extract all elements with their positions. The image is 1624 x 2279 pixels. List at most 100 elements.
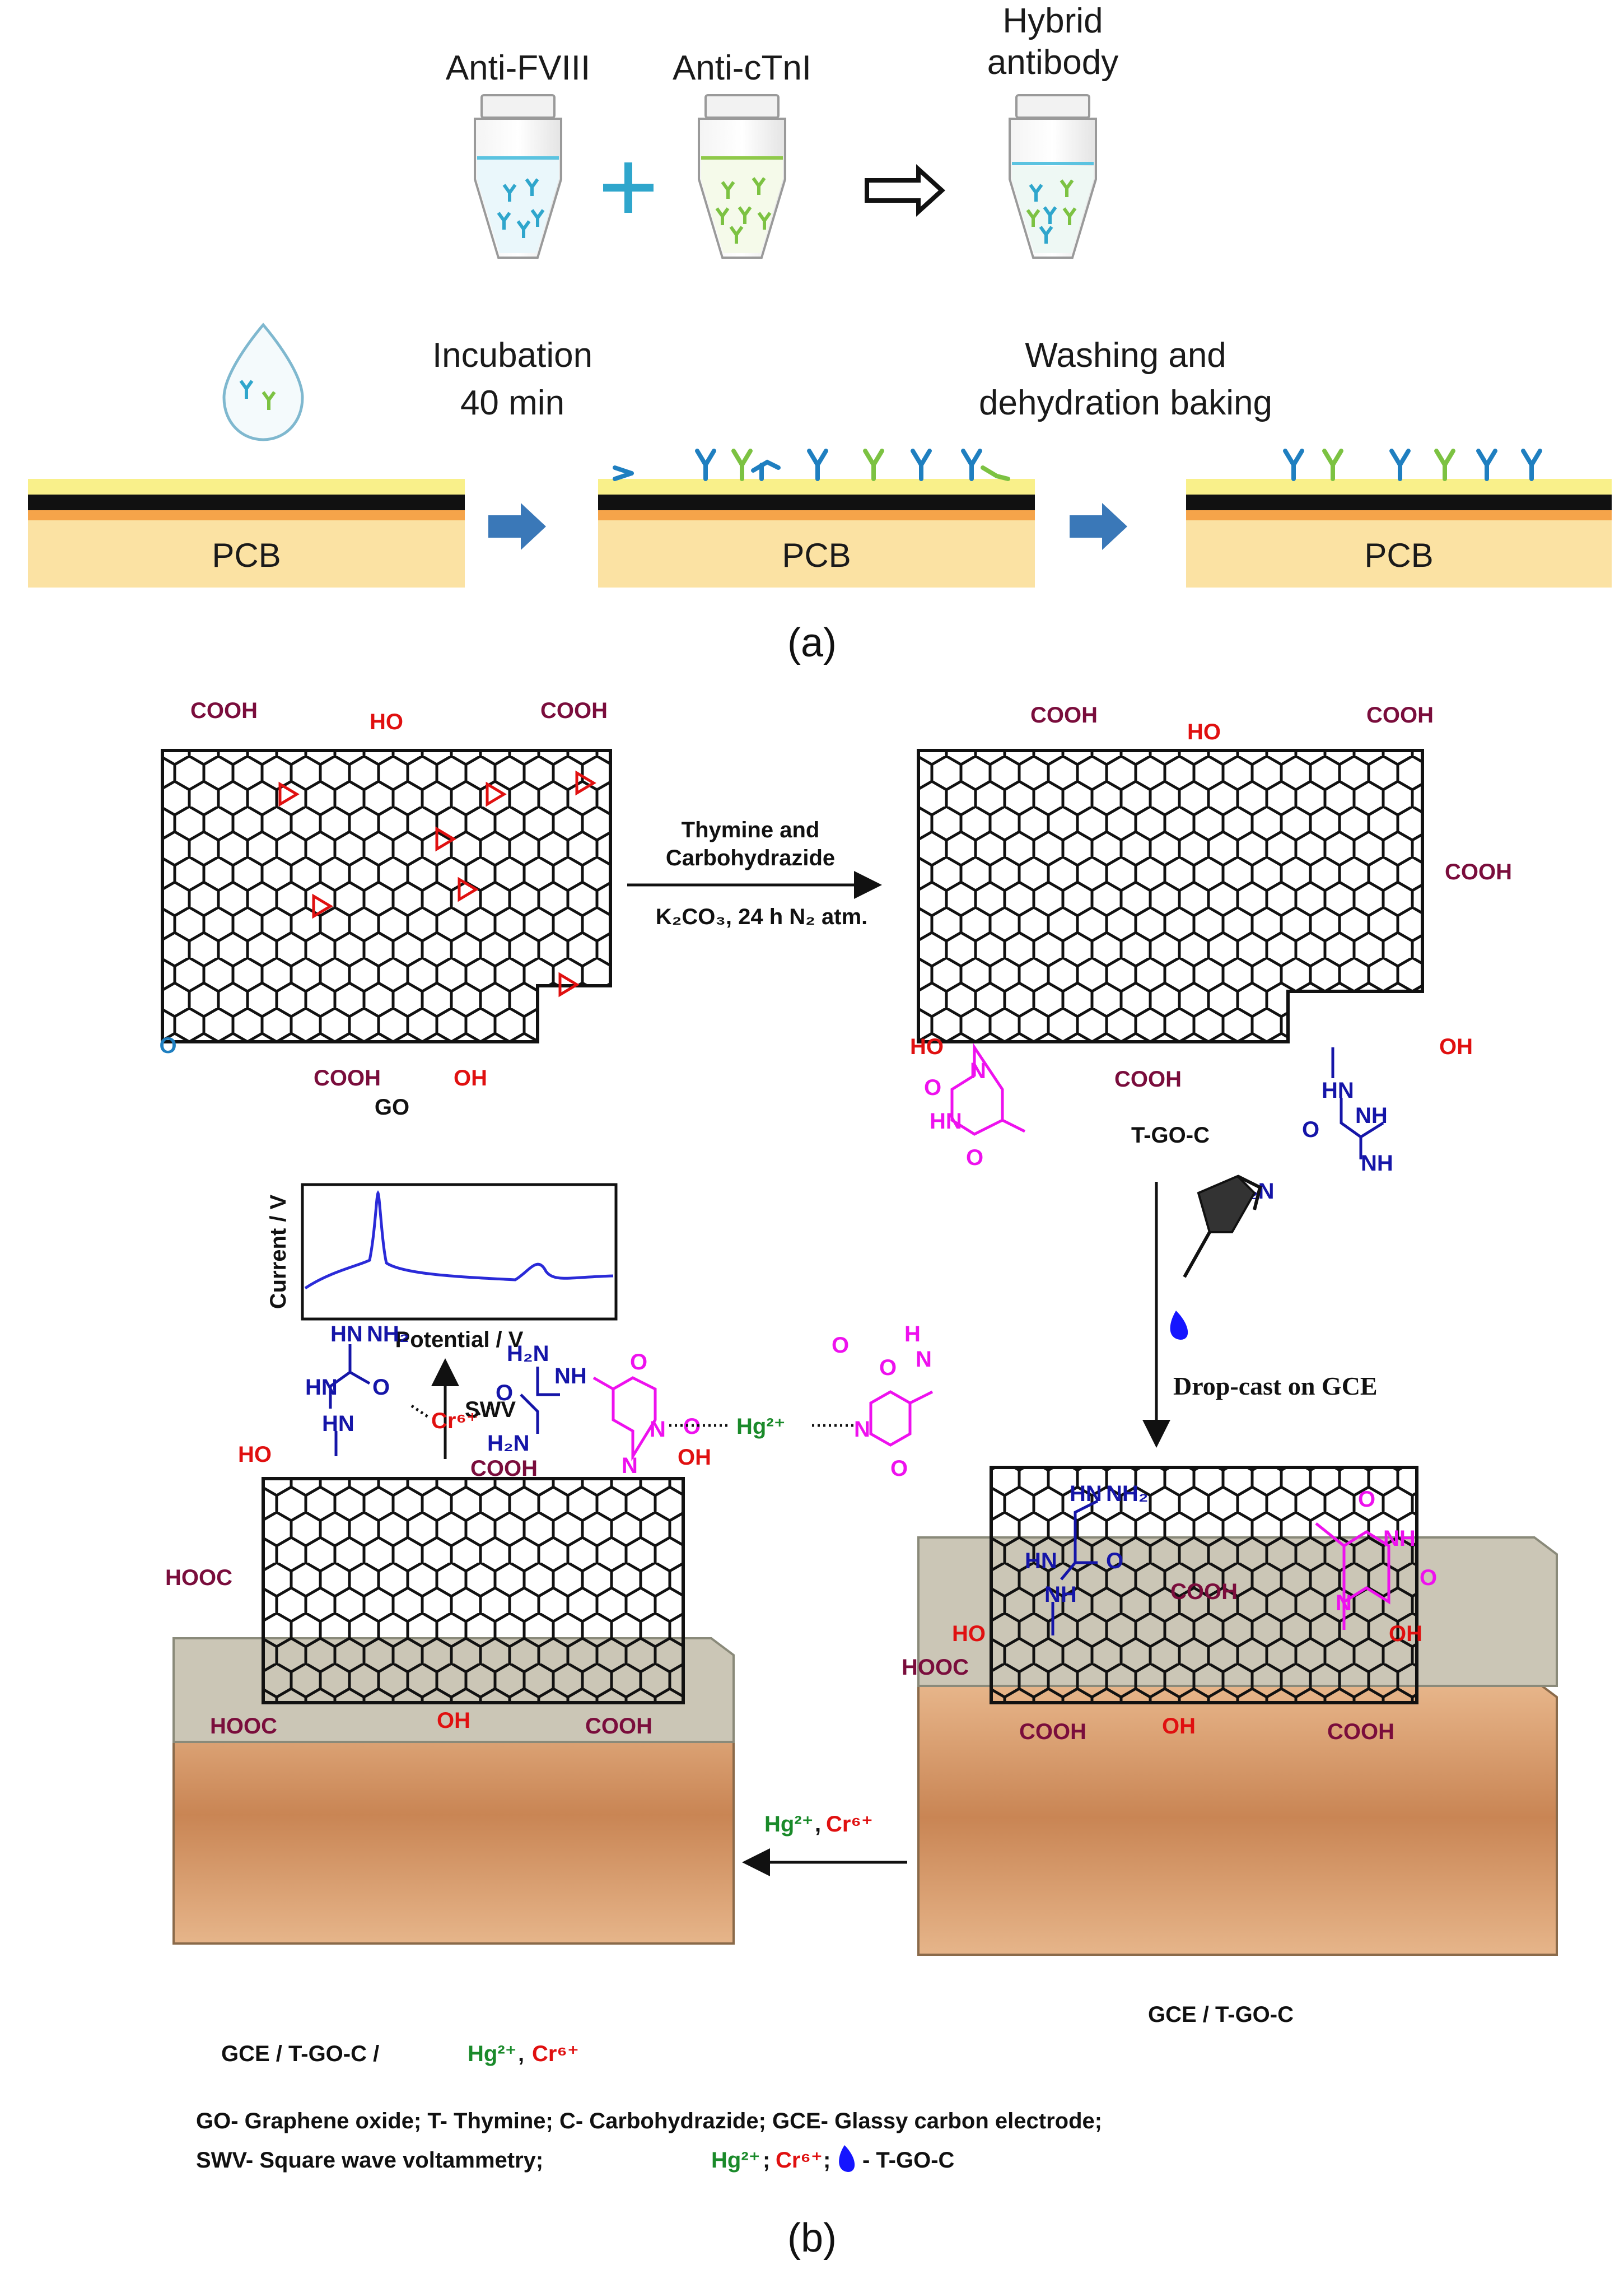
pcb-board-2: PCB <box>598 449 1035 588</box>
go-oh-top: HO <box>370 710 403 734</box>
right-thymine-o1: O <box>1420 1565 1437 1590</box>
step-washing-1: Washing and <box>1025 336 1226 375</box>
left-h2n: H₂N <box>507 1341 549 1366</box>
pcb-board-3: PCB <box>1186 449 1612 588</box>
electrode-left-cr: Cr⁶⁺ <box>532 2042 579 2066</box>
left-hn-2: HN <box>305 1375 338 1400</box>
go-cooh-2: COOH <box>540 698 608 723</box>
right-hooc: HOOC <box>902 1655 969 1680</box>
free-thymine-n2: N <box>916 1347 932 1372</box>
tgoc-cooh-3: COOH <box>1445 860 1512 884</box>
plus-icon <box>603 162 654 213</box>
legend-suffix: - T-GO-C <box>862 2148 954 2173</box>
reaction-arrow: Thymine and Carbohydrazide K₂CO₃, 24 h N… <box>627 818 882 929</box>
tube-anti-fviii-label: Anti-FVIII <box>446 49 590 87</box>
electrode-left-sep: , <box>518 2042 524 2066</box>
droplet-icon <box>222 323 304 441</box>
right-thymine-o2: O <box>1358 1487 1375 1512</box>
free-thymine-o2: O <box>890 1456 908 1481</box>
right-o: O <box>1106 1549 1123 1573</box>
swv-label: SWV <box>465 1397 516 1422</box>
tgoc-label: T-GO-C <box>1131 1123 1210 1148</box>
free-thymine-n: N <box>854 1417 870 1442</box>
ion-arrow: Hg²⁺ , Cr⁶⁺ <box>742 1812 907 1876</box>
right-thymine-n: N <box>1336 1591 1352 1615</box>
tgoc-cooh-2: COOH <box>1366 703 1434 728</box>
left-hooc-2: HOOC <box>210 1714 277 1739</box>
tgoc-thymine-n: N <box>970 1059 986 1083</box>
left-hg-bound: Hg²⁺ <box>736 1414 786 1439</box>
right-cooh-1: COOH <box>1170 1579 1238 1604</box>
electrode-left-prefix: GCE / T-GO-C / <box>221 2042 379 2066</box>
caption-a: (a) <box>787 621 837 665</box>
electrode-right-label: GCE / T-GO-C <box>1148 2002 1294 2027</box>
left-thymine-o2: O <box>630 1350 647 1374</box>
tgoc-oh-top: HO <box>1187 720 1221 744</box>
legend-sep-2: ; <box>823 2148 830 2173</box>
legend-line-2-prefix: SWV- Square wave voltammetry; <box>196 2148 543 2173</box>
go-cooh-1: COOH <box>190 698 258 723</box>
right-nh2: NH₂ <box>1106 1481 1149 1506</box>
step-washing-2: dehydration baking <box>979 384 1272 422</box>
go-epoxy-o: O <box>159 1033 176 1058</box>
left-nh2: NH₂ <box>367 1322 409 1346</box>
legend-cr: Cr⁶⁺ <box>776 2148 823 2173</box>
right-cooh-2: COOH <box>1019 1719 1086 1744</box>
left-nh: NH <box>554 1364 587 1388</box>
pcb-board-1: PCB <box>28 479 465 588</box>
ion-arrow-cr: Cr⁶⁺ <box>826 1812 873 1837</box>
tgoc-oh-right: OH <box>1439 1034 1473 1059</box>
left-ho: HO <box>238 1442 272 1467</box>
tube-anti-ctni: Anti-cTnI <box>673 49 811 259</box>
blue-arrow-icon-2 <box>1070 503 1127 550</box>
electrode-left-label: GCE / T-GO-C / Hg²⁺ , Cr⁶⁺ <box>221 2042 579 2066</box>
legend-line-1: GO- Graphene oxide; T- Thymine; C- Carbo… <box>196 2109 1102 2133</box>
electrode-left-hg: Hg²⁺ <box>468 2042 517 2066</box>
tube-hybrid-antibody: Hybrid antibody <box>987 2 1118 259</box>
left-cooh-1: COOH <box>470 1456 538 1481</box>
go-structure: COOH COOH HO COOH OH O GO <box>159 698 612 1120</box>
panel-a: Anti-FVIII Anti-cTnI <box>28 2 1612 665</box>
left-hn-1: HN <box>322 1411 354 1436</box>
tgoc-nh-2: NH <box>1361 1151 1393 1176</box>
go-cooh-3: COOH <box>314 1066 381 1090</box>
outline-arrow-icon <box>865 164 945 217</box>
free-thymine-o1: O <box>879 1355 897 1380</box>
tube-anti-ctni-label: Anti-cTnI <box>673 49 811 87</box>
pcb-label-3: PCB <box>1364 537 1433 574</box>
left-thymine-n1: N <box>622 1453 638 1478</box>
legend-hg: Hg²⁺ <box>711 2148 760 2173</box>
legend: GO- Graphene oxide; T- Thymine; C- Carbo… <box>196 2109 1102 2173</box>
ion-arrow-hg: Hg²⁺ <box>764 1812 814 1837</box>
step-incubation-2: 40 min <box>460 384 564 422</box>
electrode-left: COOH HOOC HOOC COOH OH HO OH HN HN O HN … <box>165 1322 934 2066</box>
left-thymine-n2: N <box>650 1417 666 1442</box>
left-oh-bottom: OH <box>437 1708 470 1733</box>
plot-ylabel: Current / V <box>266 1194 291 1309</box>
tube-hybrid-label-1: Hybrid <box>1002 2 1103 40</box>
tgoc-nh-1: NH <box>1355 1103 1388 1128</box>
right-thymine-nh: NH <box>1383 1526 1416 1551</box>
right-ho: HO <box>952 1621 986 1646</box>
tgoc-o: O <box>1302 1117 1319 1142</box>
tube-anti-fviii: Anti-FVIII <box>446 49 590 259</box>
left-o-1: O <box>372 1375 390 1400</box>
right-oh-bottom: OH <box>1162 1714 1196 1739</box>
go-label: GO <box>375 1095 409 1120</box>
legend-drop-icon <box>839 2145 855 2172</box>
reaction-line-2: Carbohydrazide <box>666 846 835 870</box>
electrode-right: COOH HOOC COOH COOH OH HO OH NH HN O HN … <box>902 1466 1558 2027</box>
tgoc-thymine-o2: O <box>966 1145 983 1170</box>
right-oh: OH <box>1389 1621 1422 1646</box>
antibody-green-icon <box>715 177 772 244</box>
left-oh: OH <box>678 1445 711 1470</box>
tgoc-structure: COOH COOH COOH COOH HO HO OH O HN O N HN… <box>910 703 1512 1204</box>
plot-xlabel: Potential / V <box>395 1327 524 1352</box>
reaction-line-1: Thymine and <box>682 818 820 842</box>
panel-b: COOH COOH HO COOH OH O GO Thymine and Ca… <box>159 698 1558 2261</box>
left-cr-bound: Cr⁶⁺ <box>431 1409 478 1433</box>
pcb-label-2: PCB <box>782 537 851 574</box>
tgoc-thymine-o1: O <box>924 1075 941 1100</box>
